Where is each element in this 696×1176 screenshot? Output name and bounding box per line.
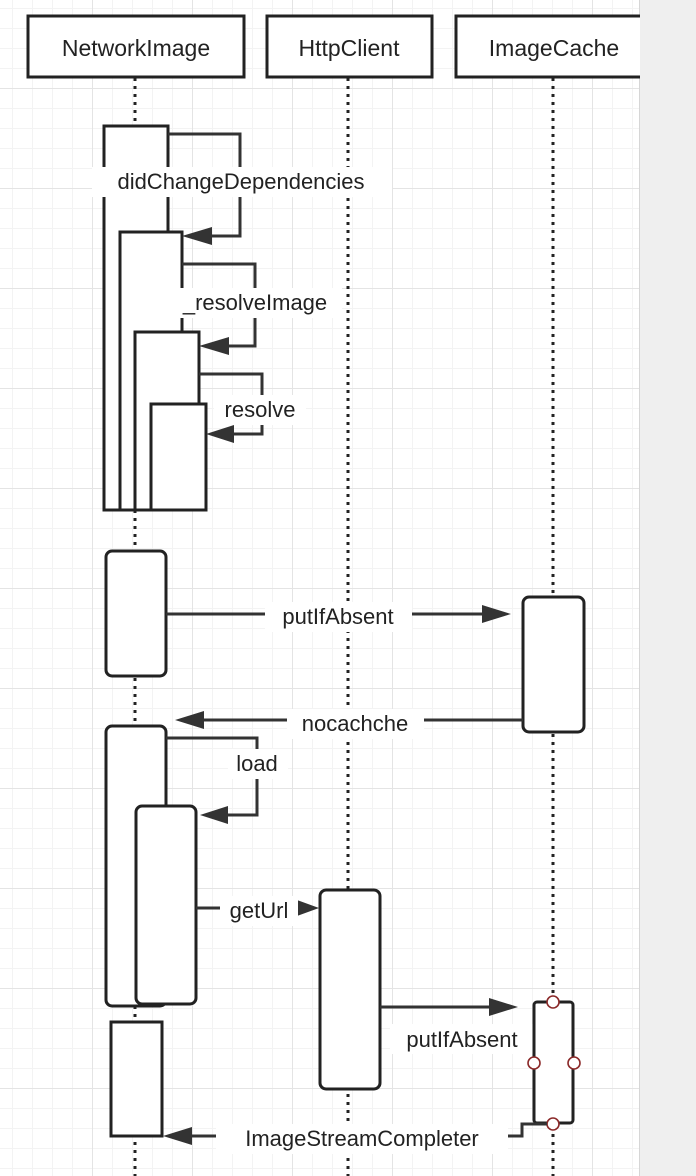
message-label: _resolveImage (182, 290, 327, 315)
participant-httpclient[interactable]: HttpClient (265, 14, 434, 79)
participant-label: ImageCache (489, 35, 619, 61)
message-nocachche[interactable]: nocachche (175, 709, 523, 739)
arrowhead-icon (175, 711, 204, 729)
arrowhead-icon (297, 900, 319, 916)
label-background (265, 602, 412, 632)
resize-handle-right[interactable] (567, 1056, 581, 1070)
activation-box[interactable] (134, 804, 198, 1006)
participant-label: NetworkImage (62, 35, 210, 61)
activation-box[interactable] (149, 402, 208, 512)
arrowhead-icon (182, 227, 212, 245)
message-label: resolve (225, 397, 296, 422)
sequence-diagram: NetworkImage HttpClient ImageCache didCh… (26, 14, 640, 1176)
message-geturl[interactable]: getUrl (196, 896, 319, 926)
activation-box[interactable] (104, 549, 168, 678)
participant-box (265, 14, 434, 79)
label-background (216, 1124, 508, 1154)
message-resolve[interactable]: resolve (199, 372, 306, 443)
label-background (220, 896, 298, 926)
message-label: putIfAbsent (406, 1027, 517, 1052)
arrowhead-icon (199, 337, 229, 355)
participant-box (454, 14, 640, 79)
resize-handle-left[interactable] (527, 1056, 541, 1070)
activation-box[interactable] (318, 888, 382, 1091)
message-label: load (236, 751, 278, 776)
label-background (168, 288, 342, 318)
label-background (214, 395, 306, 425)
message-load[interactable]: load (166, 736, 288, 824)
activation-box[interactable] (109, 1020, 164, 1138)
arrowhead-icon (206, 425, 234, 443)
participant-label: HttpClient (299, 35, 401, 61)
message-imagestreamcompleter[interactable]: ImageStreamCompleter (163, 1122, 547, 1154)
participant-box (26, 14, 246, 79)
message-didchangedependencies[interactable]: didChangeDependencies (92, 132, 392, 245)
arrowhead-icon (489, 998, 518, 1016)
vertical-scrollbar[interactable] (639, 0, 696, 1176)
message-label: getUrl (230, 898, 289, 923)
label-background (92, 167, 392, 197)
message-putifabsent-networkimage-to-imagecache[interactable]: putIfAbsent (166, 602, 511, 632)
label-background (390, 1024, 534, 1054)
resize-handle-bottom[interactable] (546, 1117, 560, 1131)
arrowhead-icon (482, 605, 511, 623)
message-label: putIfAbsent (282, 604, 393, 629)
arrowhead-icon (163, 1127, 192, 1145)
activation-box[interactable] (521, 595, 586, 734)
participant-imagecache[interactable]: ImageCache (454, 14, 640, 79)
label-background (287, 709, 424, 739)
message-putifabsent-httpclient-to-imagecache[interactable]: putIfAbsent (380, 998, 534, 1054)
resize-handle-top[interactable] (546, 995, 560, 1009)
selected-activation-box[interactable] (527, 995, 581, 1131)
participant-networkimage[interactable]: NetworkImage (26, 14, 246, 79)
label-background (228, 749, 288, 779)
arrowhead-icon (200, 806, 228, 824)
message-label: ImageStreamCompleter (245, 1126, 479, 1151)
message-label: didChangeDependencies (117, 169, 364, 194)
message-resolveimage[interactable]: _resolveImage (168, 262, 342, 355)
message-label: nocachche (302, 711, 408, 736)
